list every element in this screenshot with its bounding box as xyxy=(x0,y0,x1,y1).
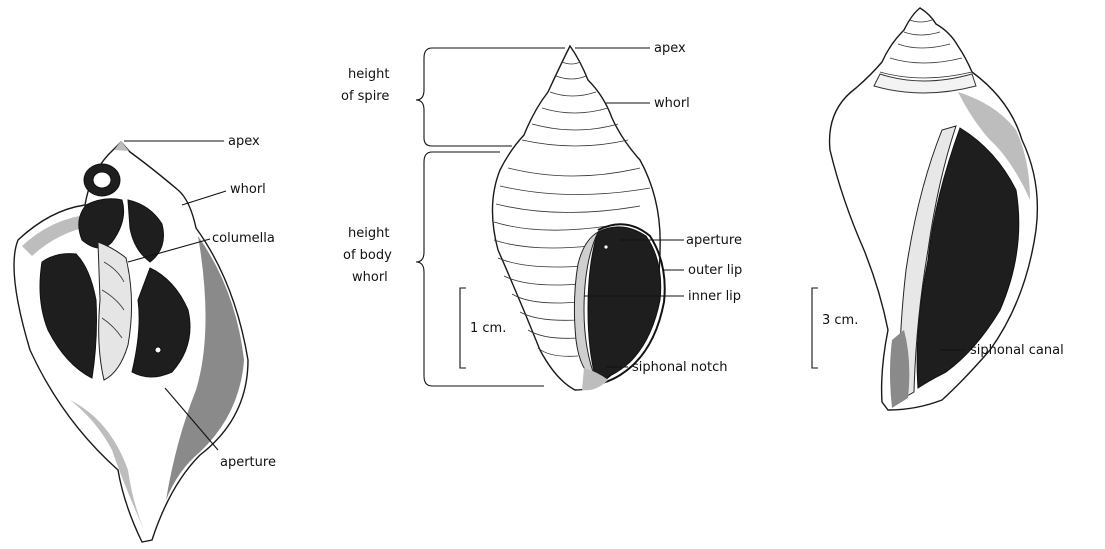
middle-aperture-opening xyxy=(588,227,661,380)
middle-aperture-label: aperture xyxy=(686,233,742,248)
left-aperture-label: aperture xyxy=(220,455,276,470)
left-whorl-label: whorl xyxy=(230,182,266,197)
middle-apex-label: apex xyxy=(654,41,686,56)
middle-siphonal-notch-label: siphonal notch xyxy=(632,360,727,375)
middle-height-spire-label-2: of spire xyxy=(341,89,389,104)
right-siphonal-canal-label: siphonal canal xyxy=(970,343,1064,358)
middle-aperture-spot xyxy=(604,245,607,248)
left-apex-label: apex xyxy=(228,134,260,149)
middle-outer-lip-label: outer lip xyxy=(688,263,742,278)
right-scale-label: 3 cm. xyxy=(822,313,858,328)
middle-height-spire-label-1: height xyxy=(348,67,389,82)
middle-height-body-label-1: height xyxy=(348,226,389,241)
right-scale-bar xyxy=(812,288,818,368)
middle-height-body-label-3: whorl xyxy=(352,270,388,285)
left-columella-label: columella xyxy=(212,231,275,246)
right-siphonal-canal-shading xyxy=(890,330,909,408)
middle-whorl-label: whorl xyxy=(654,96,690,111)
left-whorl-leader xyxy=(182,191,226,205)
middle-shell: height of spire height of body whorl 1 c… xyxy=(341,41,742,390)
right-shell: 3 cm. siphonal canal xyxy=(812,8,1064,410)
middle-scale-bar xyxy=(460,288,466,368)
middle-height-body-label-2: of body xyxy=(343,248,392,263)
left-shell: apex whorl columella aperture xyxy=(14,134,276,542)
middle-inner-lip-label: inner lip xyxy=(688,289,741,304)
left-top-core xyxy=(93,172,111,188)
middle-scale-label: 1 cm. xyxy=(470,321,506,336)
left-aperture-spot xyxy=(155,347,161,353)
